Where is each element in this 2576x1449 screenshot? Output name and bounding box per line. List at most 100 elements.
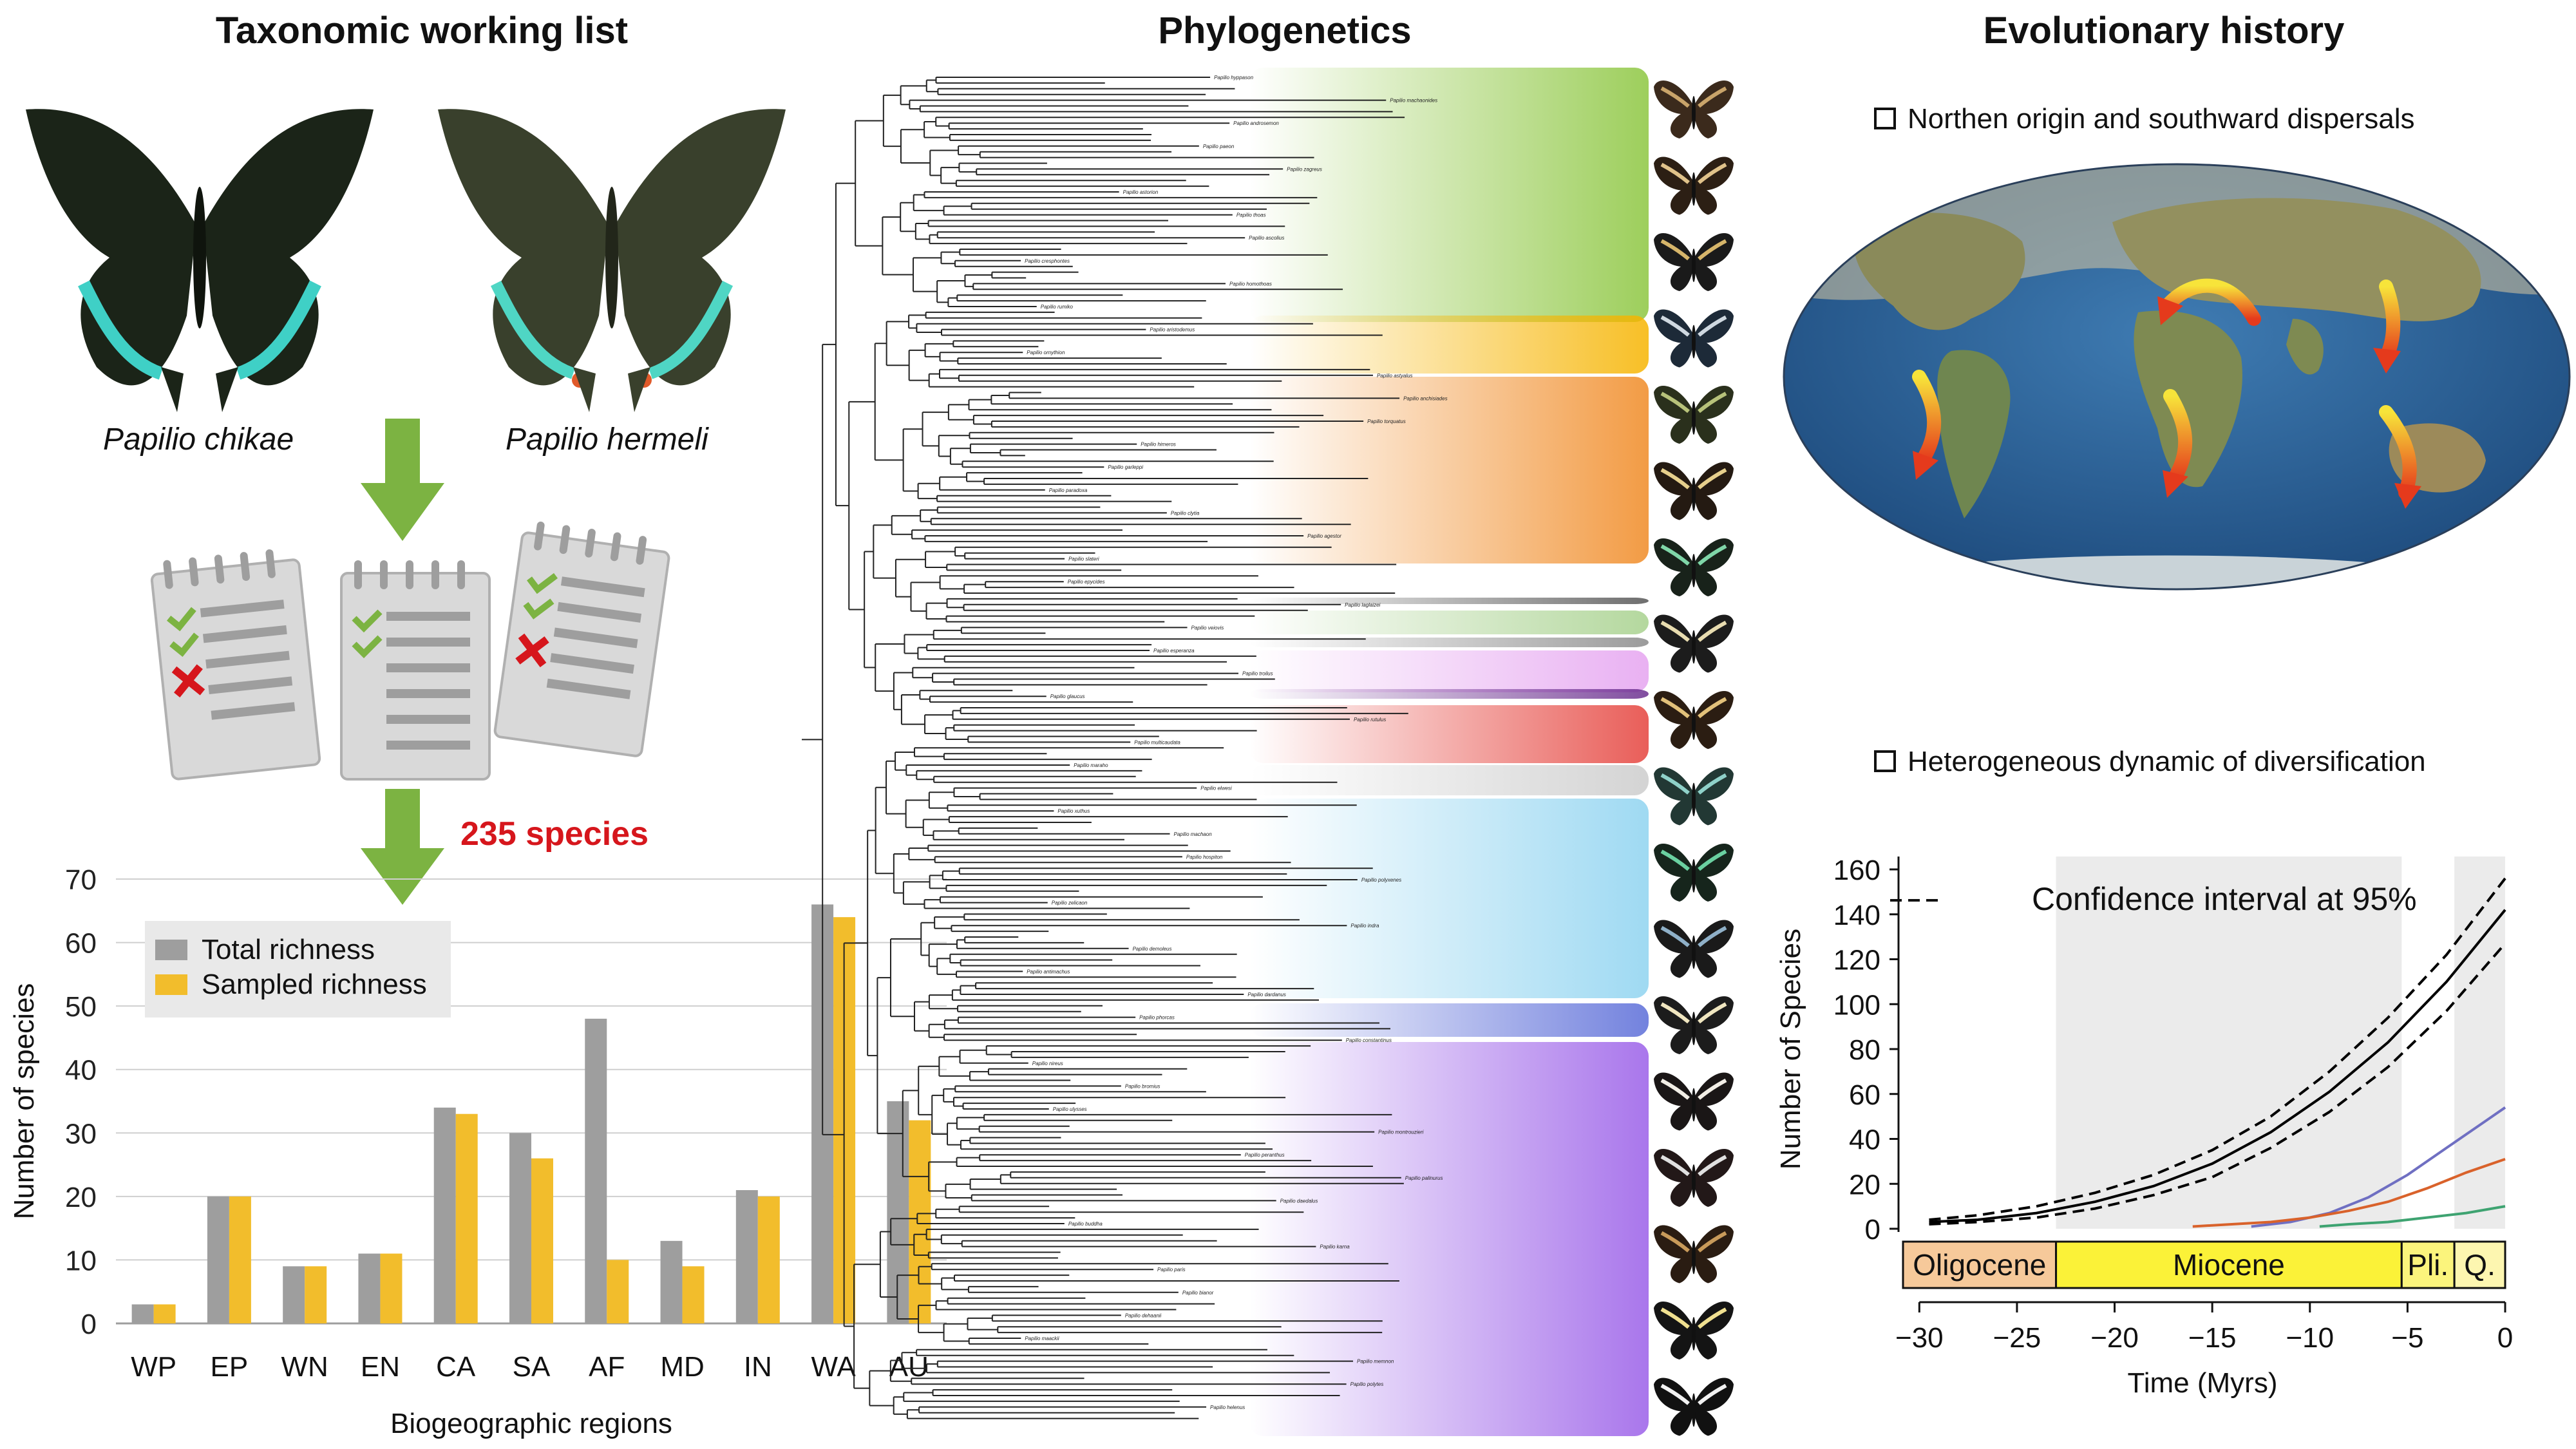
tip-label: Papilio polytes — [1350, 1381, 1384, 1387]
tip-label: Papilio multicaudata — [1134, 739, 1180, 745]
bar-chart-ytick-label: 50 — [65, 991, 97, 1023]
checkbox-icon-2 — [1874, 750, 1896, 772]
body — [1692, 1012, 1696, 1045]
tip-label: Papilio paeon — [1203, 144, 1235, 149]
bar-chart-xtick-label: EN — [361, 1351, 400, 1383]
bar-total-SA — [509, 1133, 531, 1323]
wing-right — [1694, 309, 1734, 368]
wing-band-left — [1660, 468, 1690, 489]
tip-label: Papilio machaon — [1174, 831, 1213, 837]
wing-band-left — [1660, 620, 1690, 642]
bar-total-AF — [585, 1018, 607, 1323]
legend-label-sampled: Sampled richness — [202, 969, 427, 1000]
tip-label: Papilio bromius — [1125, 1083, 1160, 1089]
wing-band-left — [1660, 544, 1690, 566]
wing-band-left — [1660, 1231, 1690, 1253]
wing-band-left — [1660, 1383, 1690, 1405]
tip-label: Papilio agestor — [1307, 533, 1341, 539]
bar-sampled-CA — [455, 1113, 478, 1323]
tip-label: Papilio elwesi — [1200, 786, 1232, 791]
tip-label: Papilio zagreus — [1287, 166, 1322, 172]
epoch-box — [2453, 1240, 2506, 1289]
bar-chart-xtick-label: MD — [660, 1351, 704, 1383]
butterfly-6 — [1654, 462, 1734, 520]
map-heading: Northen origin and southward dispersals — [1874, 103, 2415, 135]
wing-band-right — [1698, 86, 1727, 108]
tree-branches — [802, 77, 1408, 1419]
wing-band-right — [1698, 1002, 1727, 1024]
tip-label: Papilio thoas — [1236, 213, 1266, 218]
wing-band-right — [1698, 1307, 1727, 1329]
wing-left — [1654, 767, 1694, 826]
tip-label: Papilio maackii — [1025, 1336, 1059, 1341]
clade-band — [1249, 316, 1649, 374]
butterfly-7 — [1654, 538, 1734, 596]
bar-chart-xtick-label: WA — [811, 1351, 856, 1383]
clade-band — [1249, 1042, 1649, 1436]
wing-band-left — [1660, 1155, 1690, 1177]
checklist-icons — [150, 521, 670, 781]
dispersal-arrow-europe-africa — [2160, 278, 2261, 326]
checklist-icon-right — [493, 521, 670, 757]
tip-label: Papilio veiovis — [1191, 625, 1224, 630]
bar-total-MD — [660, 1240, 683, 1323]
epoch-box — [2400, 1240, 2456, 1289]
wing-left — [1654, 538, 1694, 596]
line-chart-xlabel: Time (Myrs) — [2128, 1367, 2278, 1399]
butterfly-thumbnail-column — [1654, 80, 1734, 1436]
bar-chart-xtick-label: IN — [744, 1351, 772, 1383]
diversification-heading: Heterogeneous dynamic of diversification — [1874, 746, 2426, 778]
wing-band-right — [1698, 544, 1727, 566]
butterfly-13 — [1654, 996, 1734, 1054]
wing-band-right — [1698, 1155, 1727, 1177]
wing-left — [1654, 1149, 1694, 1207]
butterfly-5 — [1654, 386, 1734, 444]
wing-band-right — [1698, 239, 1727, 261]
tip-label: Papilio hospiton — [1186, 854, 1223, 860]
bar-chart-ytick-label: 20 — [65, 1182, 97, 1213]
line-chart-xtick-label: −25 — [1993, 1322, 2041, 1354]
body — [1692, 249, 1696, 282]
wing-band-right — [1698, 773, 1727, 795]
wing-left — [1654, 614, 1694, 673]
tip-label: Papilio himeros — [1141, 442, 1176, 448]
species-label-hermeli: Papilio hermeli — [506, 422, 708, 457]
wing-band-left — [1660, 697, 1690, 719]
wing-band-left — [1660, 925, 1690, 947]
wing-left — [1654, 309, 1694, 368]
wing-right — [1694, 691, 1734, 749]
wing-band-right — [1698, 162, 1727, 184]
bar-sampled-WP — [153, 1304, 176, 1323]
species-label-chikae: Papilio chikae — [103, 422, 294, 457]
butterfly-17 — [1654, 1302, 1734, 1359]
map-heading-text: Northen origin and southward dispersals — [1908, 103, 2415, 135]
tip-label: Papilio paris — [1157, 1267, 1186, 1273]
bar-total-WN — [283, 1266, 305, 1323]
butterfly-2 — [1654, 156, 1734, 215]
bar-total-IN — [735, 1190, 758, 1323]
bar-chart-xtick-label: EP — [211, 1351, 249, 1383]
bar-chart-legend: Total richness Sampled richness — [145, 921, 451, 1018]
wing-right — [1694, 844, 1734, 902]
wing-right — [1694, 80, 1734, 138]
wing-right — [1694, 386, 1734, 444]
bar-chart-xtick-label: AU — [889, 1351, 929, 1383]
clade-band — [1249, 1003, 1649, 1037]
wing-band-right — [1698, 697, 1727, 719]
tip-label: Papilio slateri — [1068, 556, 1099, 562]
tip-label: Papilio cresphontes — [1025, 258, 1070, 264]
wing-band-right — [1698, 620, 1727, 642]
body — [1692, 706, 1696, 740]
down-arrow-icon-2 — [361, 789, 444, 905]
dispersal-arrow-east-asia — [2379, 279, 2401, 365]
wing-right — [1694, 767, 1734, 826]
wing-left — [1654, 80, 1694, 138]
body — [1692, 401, 1696, 435]
wing-right — [1694, 538, 1734, 596]
tip-label: Papilio androsemon — [1233, 120, 1279, 126]
wing-band-right — [1698, 1383, 1727, 1405]
bar-sampled-EN — [380, 1253, 402, 1323]
series-line-4 — [2192, 1158, 2506, 1228]
